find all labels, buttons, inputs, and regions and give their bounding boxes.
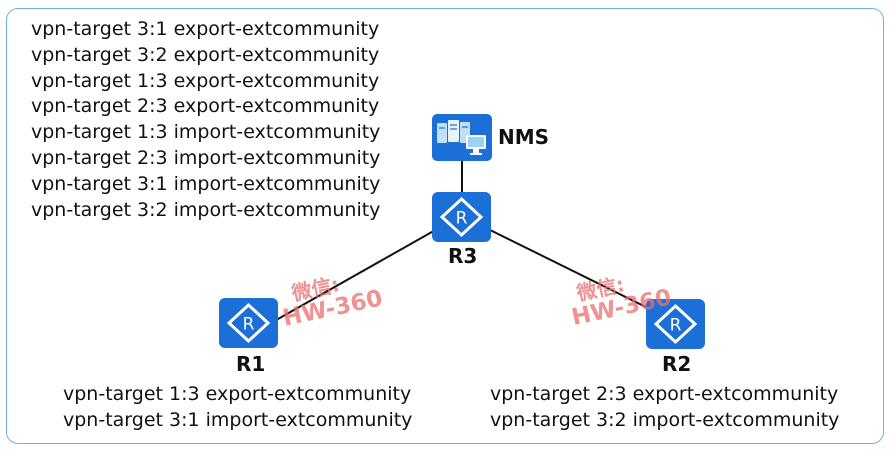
r2-router-icon: R bbox=[646, 299, 705, 349]
link-r3-r2 bbox=[477, 223, 665, 317]
r3-config-line: vpn-target 1:3 import-extcommunity bbox=[31, 121, 381, 144]
r3-config-line: vpn-target 3:1 import-extcommunity bbox=[31, 172, 381, 195]
r3-router-icon: R bbox=[432, 192, 491, 242]
r3-config-line: vpn-target 1:3 export-extcommunity bbox=[31, 69, 380, 92]
r2-config-line: vpn-target 2:3 export-extcommunity bbox=[490, 383, 839, 405]
r3-config-line: vpn-target 3:2 import-extcommunity bbox=[31, 198, 381, 221]
r3-config-line: vpn-target 2:3 import-extcommunity bbox=[31, 146, 381, 169]
r3-config-line: vpn-target 3:1 export-extcommunity bbox=[31, 18, 380, 40]
svg-text:R: R bbox=[670, 316, 682, 336]
svg-text:R: R bbox=[456, 209, 468, 229]
link-r3-r1 bbox=[254, 223, 447, 333]
r2-config-list: vpn-target 2:3 export-extcommunity vpn-t… bbox=[490, 382, 839, 434]
r3-config-line: vpn-target 3:2 export-extcommunity bbox=[31, 43, 380, 66]
r2-config-line: vpn-target 3:2 import-extcommunity bbox=[490, 408, 840, 431]
r1-config-list: vpn-target 1:3 export-extcommunity vpn-t… bbox=[63, 382, 412, 434]
r1-router-icon: R bbox=[219, 298, 278, 348]
r3-config-line: vpn-target 2:3 export-extcommunity bbox=[31, 95, 380, 118]
r1-config-line: vpn-target 3:1 import-extcommunity bbox=[63, 408, 413, 431]
nms-label: NMS bbox=[498, 125, 550, 149]
r1-config-line: vpn-target 1:3 export-extcommunity bbox=[63, 383, 412, 405]
r3-label: R3 bbox=[448, 244, 478, 268]
r3-config-list: vpn-target 3:1 export-extcommunity vpn-t… bbox=[31, 17, 380, 223]
nms-server-icon bbox=[432, 114, 492, 161]
svg-text:R: R bbox=[243, 315, 255, 335]
r1-label: R1 bbox=[236, 352, 266, 376]
r2-label: R2 bbox=[662, 352, 692, 376]
